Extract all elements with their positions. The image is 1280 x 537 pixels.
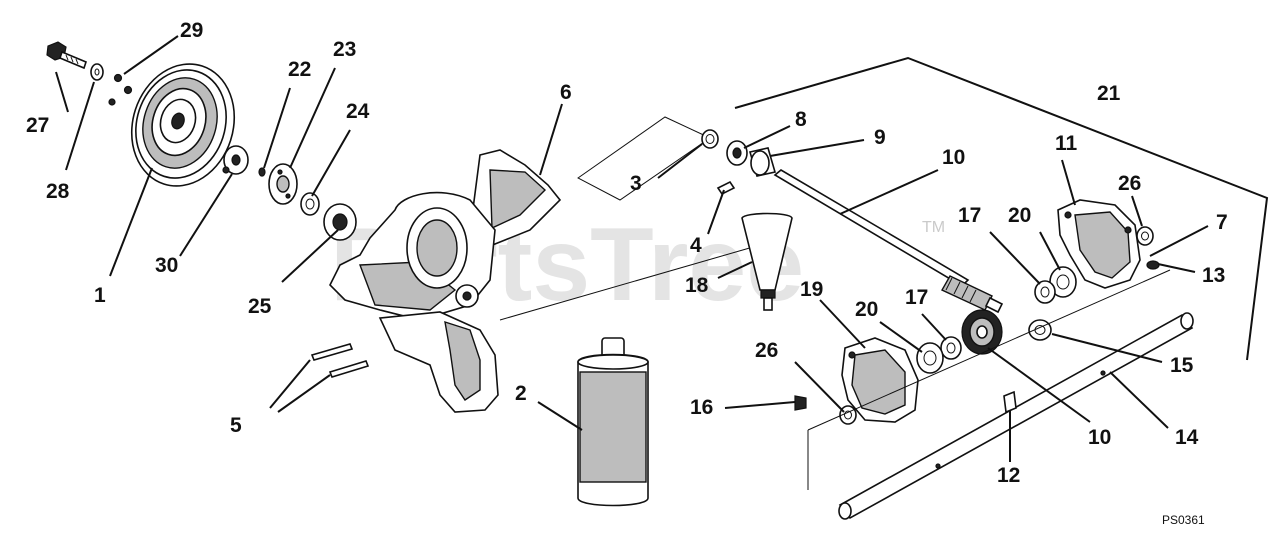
part-17-thrust-washer-left[interactable] [940, 336, 962, 360]
part-28-washer[interactable] [90, 63, 104, 81]
callout-13[interactable]: 13 [1202, 264, 1225, 287]
callout-20-left[interactable]: 20 [855, 298, 878, 321]
callout-23[interactable]: 23 [333, 38, 356, 61]
callout-12[interactable]: 12 [997, 464, 1020, 487]
callout-20-right[interactable]: 20 [1008, 204, 1031, 227]
watermark-trademark: TM [922, 219, 945, 236]
callout-11[interactable]: 11 [1055, 132, 1078, 155]
part-22-washer[interactable] [258, 167, 266, 177]
part-25-flange[interactable] [323, 203, 357, 241]
part-23-flange[interactable] [268, 163, 298, 205]
part-29-screws[interactable] [108, 73, 133, 106]
callout-29[interactable]: 29 [180, 19, 203, 42]
dashed-link [577, 116, 712, 201]
callout-22[interactable]: 22 [288, 58, 311, 81]
part-26-washer-right[interactable] [1136, 226, 1154, 246]
part-20-bearing-right[interactable] [1049, 266, 1077, 298]
guide-line [499, 244, 761, 321]
part-5-shear-pins[interactable] [310, 343, 370, 378]
part-2-lubricant-bottle[interactable] [577, 337, 649, 507]
group-bracket-21 [734, 56, 1269, 361]
plane-line-top [807, 269, 1171, 431]
callout-2[interactable]: 2 [515, 382, 527, 405]
part-30-hub[interactable] [222, 145, 249, 175]
part-9-bushing[interactable] [748, 147, 777, 177]
part-6-auger-housing[interactable] [329, 149, 562, 413]
part-12-key[interactable] [1003, 390, 1017, 414]
part-10-worm-shaft[interactable] [773, 169, 1004, 314]
callout-6[interactable]: 6 [560, 81, 572, 104]
callout-10-gear[interactable]: 10 [1088, 426, 1111, 449]
part-17-thrust-washer-right[interactable] [1034, 280, 1056, 304]
callouts: 29 27 28 1 30 22 23 24 25 6 5 2 3 4 8 9 … [26, 19, 1228, 487]
callout-27[interactable]: 27 [26, 114, 49, 137]
callout-18[interactable]: 18 [685, 274, 709, 297]
part-14-auger-shaft[interactable] [838, 312, 1194, 520]
callout-14[interactable]: 14 [1175, 426, 1199, 449]
part-15-bushing[interactable] [1028, 319, 1052, 341]
callout-8[interactable]: 8 [795, 108, 807, 131]
callout-21[interactable]: 21 [1097, 82, 1121, 105]
callout-3[interactable]: 3 [630, 172, 642, 195]
part-13-plug[interactable] [1146, 260, 1160, 270]
callout-5[interactable]: 5 [230, 414, 242, 437]
part-24-bearing[interactable] [300, 192, 320, 216]
part-10-gear[interactable] [961, 309, 1003, 355]
part-27-bolt[interactable] [46, 41, 87, 70]
callout-28[interactable]: 28 [46, 180, 70, 203]
callout-10-shaft[interactable]: 10 [942, 146, 965, 169]
callout-17-right[interactable]: 17 [958, 204, 981, 227]
callout-30[interactable]: 30 [155, 254, 178, 277]
part-1-pulley[interactable] [116, 51, 249, 200]
part-20-bearing-left[interactable] [916, 342, 944, 374]
callout-19[interactable]: 19 [800, 278, 823, 301]
diagram-code: PS0361 [1162, 513, 1205, 527]
part-3-seal[interactable] [701, 129, 719, 149]
pulley-group [46, 41, 357, 241]
callout-17-left[interactable]: 17 [905, 286, 928, 309]
part-8-washer[interactable] [726, 140, 748, 166]
part-16-bolt[interactable] [724, 395, 807, 411]
callout-16[interactable]: 16 [690, 396, 713, 419]
callout-7[interactable]: 7 [1216, 211, 1228, 234]
callout-25[interactable]: 25 [248, 295, 272, 318]
part-18-grease-tube[interactable] [741, 212, 793, 311]
part-4-key[interactable] [716, 180, 736, 196]
leader-lines [55, 35, 1209, 462]
callout-1[interactable]: 1 [94, 284, 106, 307]
callout-15[interactable]: 15 [1170, 354, 1194, 377]
part-19-gear-housing[interactable] [841, 337, 919, 423]
callout-24[interactable]: 24 [346, 100, 370, 123]
callout-26-right[interactable]: 26 [1118, 172, 1141, 195]
part-11-gear-housing[interactable] [1057, 199, 1141, 289]
callout-26-left[interactable]: 26 [755, 339, 778, 362]
callout-4[interactable]: 4 [690, 234, 702, 257]
callout-9[interactable]: 9 [874, 126, 886, 149]
